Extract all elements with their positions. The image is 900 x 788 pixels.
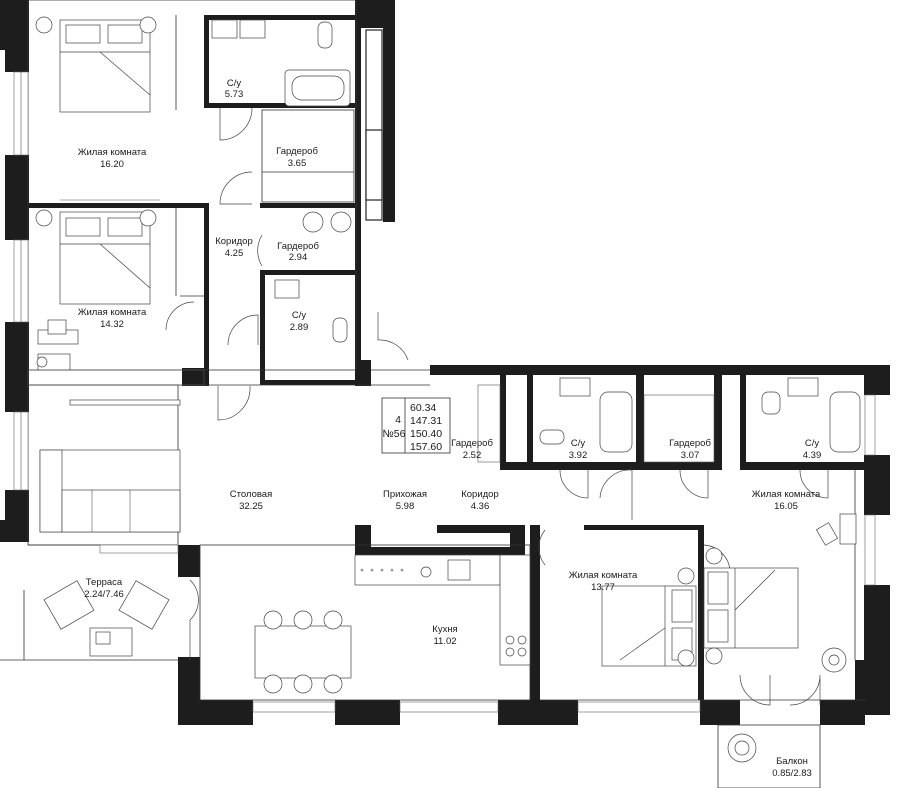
armchair-icon — [43, 580, 95, 630]
room-area: 14.32 — [100, 319, 124, 330]
room-area: 3.07 — [681, 450, 700, 461]
room-name: С/у — [805, 438, 820, 449]
toilet-icon — [539, 429, 565, 445]
room-name: Столовая — [230, 489, 272, 500]
room-name: Терраса — [86, 577, 123, 588]
area-3: 150.40 — [410, 428, 442, 440]
room-area: 5.98 — [396, 501, 415, 512]
area-1: 60.34 — [410, 402, 436, 414]
room-name: С/у — [227, 78, 242, 89]
room-area: 2.94 — [289, 252, 308, 263]
room-area: 5.73 — [225, 89, 244, 100]
washer-icon — [302, 211, 324, 233]
room-area: 4.36 — [471, 501, 490, 512]
room-name: Жилая комната — [569, 570, 638, 581]
room-name: Жилая комната — [752, 489, 821, 500]
room-labels: Жилая комната 16.20 С/у 5.73 Гардероб 3.… — [78, 78, 822, 779]
room-name: Гардероб — [451, 438, 493, 449]
room-area: 4.39 — [803, 450, 822, 461]
room-name: Гардероб — [277, 241, 319, 252]
furniture — [0, 16, 861, 788]
room-name: Прихожая — [383, 489, 427, 500]
room-area: 4.25 — [225, 248, 244, 259]
room-name: Кухня — [432, 624, 457, 635]
room-name: Гардероб — [669, 438, 711, 449]
room-area: 3.65 — [288, 158, 307, 169]
windows — [13, 71, 876, 713]
room-area: 13.77 — [591, 582, 615, 593]
area-4: 157.60 — [410, 441, 442, 453]
room-name: С/у — [571, 438, 586, 449]
room-area: 0.85/2.83 — [772, 768, 812, 779]
room-name: Коридор — [215, 236, 253, 247]
apartment-info: 4 №56 60.34 147.31 150.40 157.60 — [381, 397, 451, 454]
room-name: С/у — [292, 310, 307, 321]
sink-icon — [447, 559, 471, 581]
room-area: 32.25 — [239, 501, 263, 512]
bathtub-icon — [829, 391, 861, 453]
room-area: 3.92 — [569, 450, 588, 461]
room-area: 16.05 — [774, 501, 798, 512]
room-area: 16.20 — [100, 159, 124, 170]
room-name: Гардероб — [276, 146, 318, 157]
sink-icon — [559, 377, 591, 397]
room-name: Жилая комната — [78, 147, 147, 158]
toilet-icon — [317, 21, 333, 49]
room-area: 2.24/7.46 — [84, 589, 124, 600]
dining-table-icon — [254, 625, 352, 679]
room-name: Балкон — [776, 756, 808, 767]
sink-icon — [274, 279, 300, 299]
sink-icon — [787, 377, 819, 397]
room-area: 2.52 — [463, 450, 482, 461]
toilet-icon — [761, 391, 781, 415]
toilet-icon — [332, 317, 348, 343]
washer-icon — [330, 211, 352, 233]
walls — [0, 0, 890, 725]
apartment-number: №56 — [383, 428, 406, 440]
rooms-count: 4 — [395, 414, 401, 426]
room-name: Коридор — [461, 489, 499, 500]
bathtub-icon — [599, 391, 633, 453]
room-area: 11.02 — [433, 636, 456, 647]
room-area: 2.89 — [290, 322, 309, 333]
room-name: Жилая комната — [78, 307, 147, 318]
armchair-icon — [118, 580, 170, 630]
area-2: 147.31 — [410, 415, 442, 427]
